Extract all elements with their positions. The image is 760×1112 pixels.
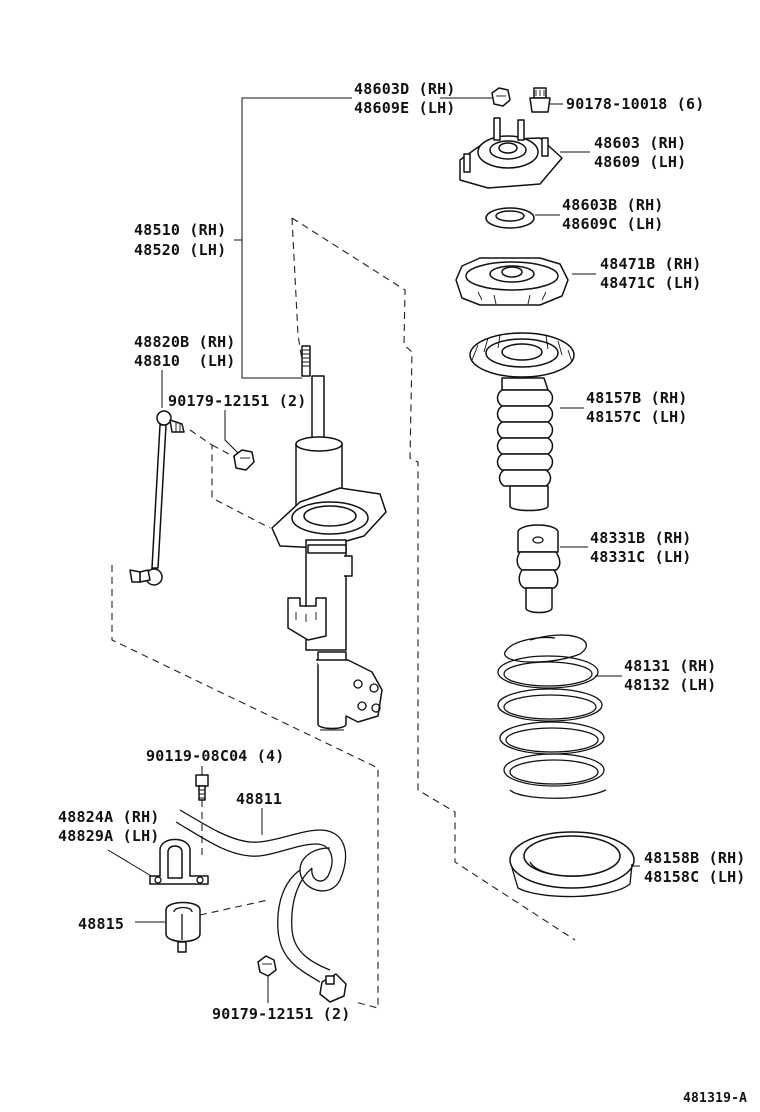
label-48811: 48811: [236, 790, 283, 808]
shock-absorber-48510: [271, 345, 387, 731]
bolt-90119: [195, 774, 209, 801]
label-48820-lh: 48810 (LH): [134, 352, 236, 370]
label-48157-rh: 48157B (RH): [586, 389, 688, 407]
label-48603B-rh: 48603B (RH): [562, 196, 664, 214]
label-48510-rh: 48510 (RH): [134, 221, 227, 239]
label-48471-lh: 48471C (LH): [600, 274, 702, 292]
nut-48603D: [491, 87, 511, 107]
label-48131-lh: 48132 (LH): [624, 676, 717, 694]
leader-90179a: [224, 410, 241, 456]
bushing-48815: [165, 901, 201, 953]
label-48510-lh: 48520 (LH): [134, 241, 227, 259]
stabilizer-link-outline: [111, 565, 379, 1009]
label-48331-lh: 48331C (LH): [590, 548, 692, 566]
label-48603-lh: 48609 (LH): [594, 153, 687, 171]
stabilizer-bar-48811: [175, 809, 347, 1003]
label-48824-lh: 48829A (LH): [58, 827, 160, 845]
nut-90179-upper: [233, 449, 255, 471]
bump-stopper-48331: [516, 524, 561, 614]
label-48603D-rh: 48603D (RH): [354, 80, 456, 98]
label-48603-rh: 48603 (RH): [594, 134, 687, 152]
label-48158-lh: 48158C (LH): [644, 868, 746, 886]
dust-boot-48157: [469, 332, 575, 512]
strut-assembly-outline: [291, 217, 576, 941]
leader-48603D: [241, 97, 352, 379]
spring-seat-48471: [455, 257, 569, 306]
label-48131-rh: 48131 (RH): [624, 657, 717, 675]
strut-assembly-outline-left: [291, 217, 303, 361]
label-90179-lower: 90179-12151 (2): [212, 1005, 351, 1023]
figure-id: 481319-A: [683, 1091, 748, 1106]
bearing-48603B: [485, 207, 535, 229]
label-90179-upper: 90179-12151 (2): [168, 392, 307, 410]
bolt-90178: [529, 87, 551, 113]
label-48158-rh: 48158B (RH): [644, 849, 746, 867]
label-90119: 90119-08C04 (4): [146, 747, 285, 765]
label-48471-rh: 48471B (RH): [600, 255, 702, 273]
bushing-guide: [199, 899, 269, 916]
label-48157-lh: 48157C (LH): [586, 408, 688, 426]
insulator-48158: [509, 831, 635, 898]
label-48603B-lh: 48609C (LH): [562, 215, 664, 233]
label-48815: 48815: [78, 915, 125, 933]
label-48603D-lh: 48609E (LH): [354, 99, 456, 117]
stabilizer-link-48820: [129, 410, 185, 586]
leader-48824: [107, 849, 159, 881]
nut-90179-lower: [257, 955, 277, 977]
label-48820-rh: 48820B (RH): [134, 333, 236, 351]
bracket-48824: [149, 838, 209, 885]
upper-support-48603: [459, 117, 563, 189]
link-nut-guide: [189, 429, 271, 529]
coil-spring-48131: [497, 634, 607, 799]
label-90178: 90178-10018 (6): [566, 95, 705, 113]
label-48331-rh: 48331B (RH): [590, 529, 692, 547]
label-48824-rh: 48824A (RH): [58, 808, 160, 826]
